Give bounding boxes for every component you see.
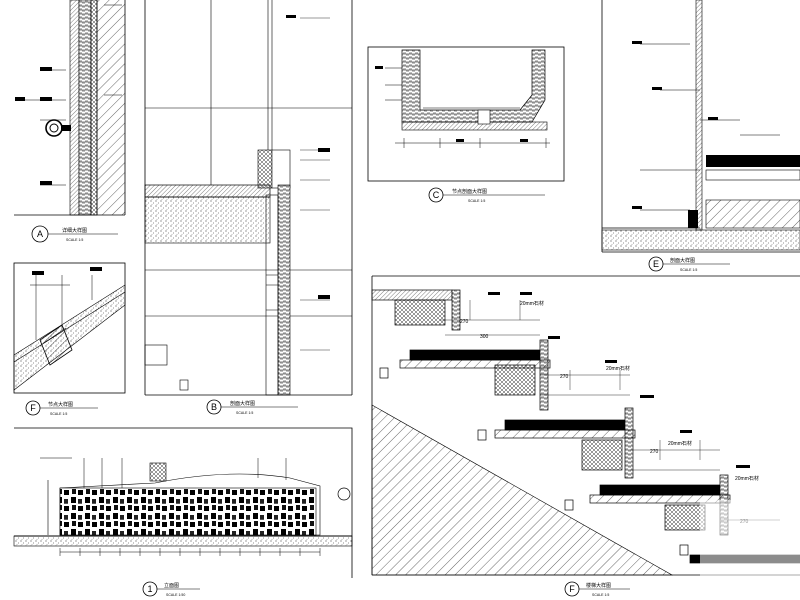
panel-c-marker-label: C (433, 190, 440, 200)
stair-note-4: 20mm石材 (735, 475, 759, 482)
panel-b-section-detail: B 剖面大样图 SCALE 1:5 (144, 0, 353, 415)
stair-dim-2: 270 (560, 374, 569, 380)
panel-b-marker-label: B (211, 402, 217, 412)
panel-a-scale: SCALE 1:5 (66, 238, 83, 242)
panel-c-scale: SCALE 1:5 (468, 199, 485, 203)
panel-c-node-section: C 节点剖面大样图 SCALE 1:5 (367, 46, 565, 203)
panel-e-marker-label: E (653, 259, 659, 269)
panel-stair-marker-label: F (569, 584, 575, 594)
stair-note-3: 20mm石材 (668, 440, 692, 447)
panel-a-marker-label: A (37, 229, 43, 239)
panel-e-title: 剖面大样图 (670, 257, 695, 264)
panel-e-scale: SCALE 1:5 (680, 268, 697, 272)
panel-c-title: 节点剖面大样图 (452, 188, 487, 195)
stair-dim-1: 270 (460, 319, 469, 325)
stair-note-2: 20mm石材 (606, 365, 630, 372)
panel-stair-title: 楼梯大样图 (586, 582, 611, 589)
panel-elev-scale: SCALE 1:50 (166, 593, 185, 597)
panel-b-scale: SCALE 1:5 (236, 411, 253, 415)
panel-e-floor-section: E 剖面大样图 SCALE 1:5 (601, 0, 800, 272)
panel-a-wall-detail: A 详细大样图 SCALE 1:5 (14, 0, 126, 243)
stair-dim-3: 270 (650, 449, 659, 455)
panel-stair-detail: 270 270 270 270 300 20mm石材 20mm石材 20mm石材… (371, 275, 800, 597)
panel-elev-marker-label: 1 (147, 584, 152, 594)
panel-stair-scale: SCALE 1:5 (592, 593, 609, 597)
panel-elevation: 1 立面图 SCALE 1:50 (13, 427, 353, 597)
panel-b-title: 剖面大样图 (230, 400, 255, 407)
panel-elev-title: 立面图 (164, 582, 179, 589)
stair-note-1: 20mm石材 (520, 300, 544, 307)
panel-f-node-detail: F 节点大样图 SCALE 1:5 (13, 262, 126, 416)
panel-f-marker-label: F (30, 403, 36, 413)
panel-f-title: 节点大样图 (48, 401, 73, 408)
panel-a-title: 详细大样图 (62, 227, 87, 234)
stair-dim-5: 300 (480, 334, 489, 340)
panel-f-scale: SCALE 1:5 (50, 412, 67, 416)
